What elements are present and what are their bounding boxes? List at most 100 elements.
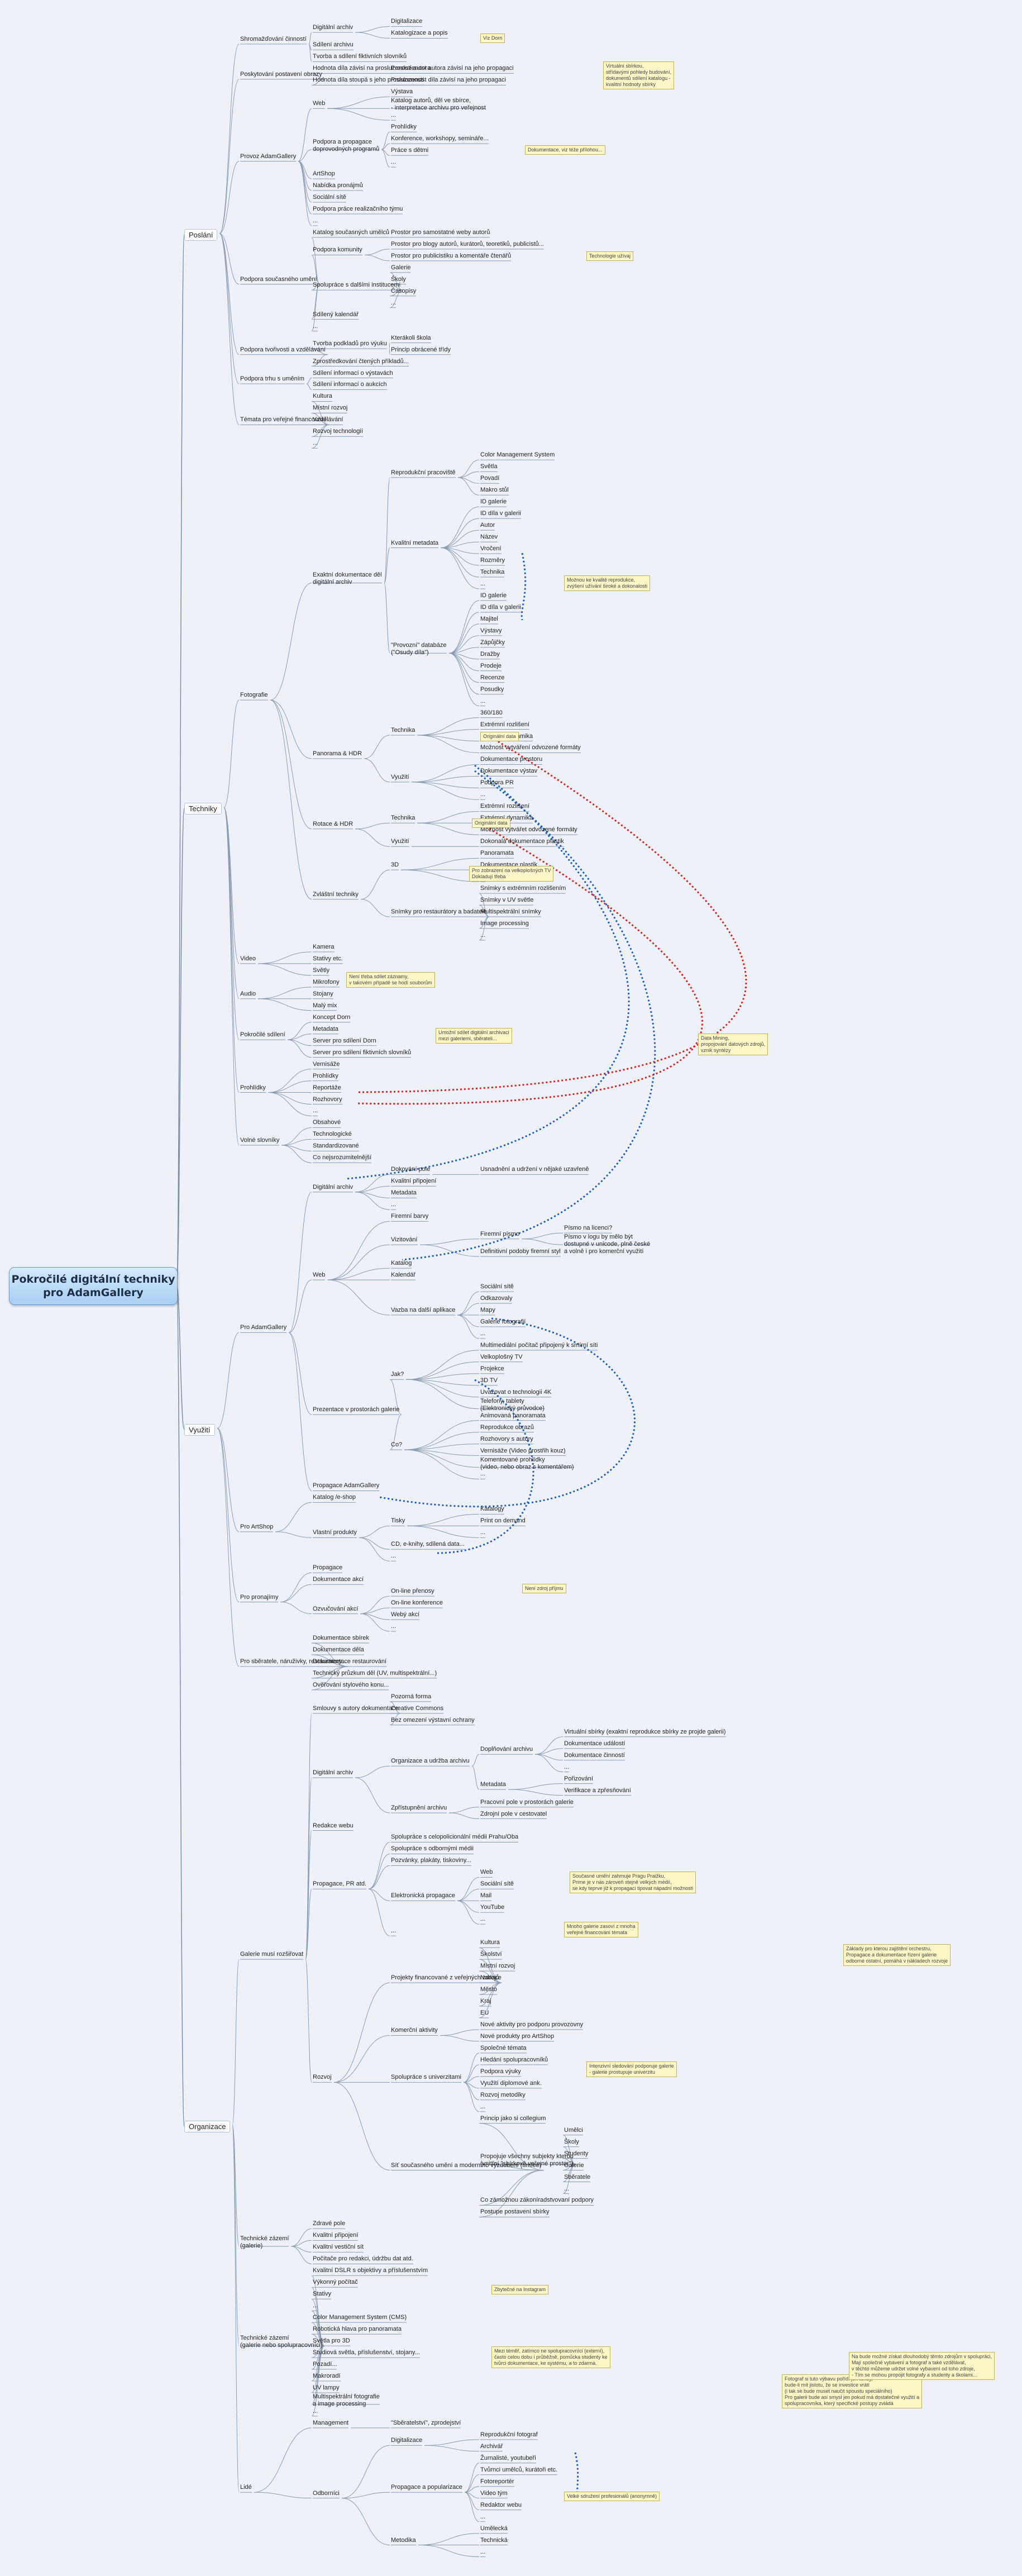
topic-node[interactable]: Prosluzenost díla závisí na jeho propaga… (391, 77, 507, 84)
topic-node[interactable]: Zvláštní techniky (313, 891, 359, 898)
topic-node[interactable]: Reportáže (313, 1084, 341, 1091)
topic-node[interactable]: Mikrofony (313, 978, 340, 985)
topic-node[interactable]: ... (480, 2513, 486, 2520)
topic-node[interactable]: Digitální archiv (313, 1183, 354, 1191)
topic-node[interactable]: Pro ArtShop (240, 1523, 274, 1530)
topic-node[interactable]: ... (480, 931, 486, 939)
topic-node[interactable]: Organizace a udržba archivu (391, 1758, 470, 1765)
topic-node[interactable]: Color Management System (480, 451, 555, 459)
topic-node[interactable]: YouTube (480, 1904, 505, 1911)
topic-node[interactable]: On-line přenosy (391, 1588, 434, 1595)
topic-node[interactable]: Stativy etc. (313, 955, 343, 962)
topic-node[interactable]: ... (391, 1201, 397, 1208)
topic-node[interactable]: Povadí (480, 475, 500, 482)
topic-node[interactable]: Projekty financované z veřejných zdrojů (391, 1974, 499, 1982)
topic-node[interactable]: Prohlídky (240, 1084, 266, 1091)
topic-node[interactable]: Časopisy (391, 287, 417, 294)
topic-node[interactable]: ... (480, 1330, 486, 1337)
topic-node[interactable]: Extrémní rozlišení (480, 803, 530, 810)
branch-topic[interactable]: Organizace (184, 2121, 231, 2133)
topic-node[interactable]: Galerie musí rozšiřovat (240, 1951, 304, 1958)
topic-node[interactable]: Komerční aktivity (391, 2027, 438, 2034)
topic-node[interactable]: Volné slovníky (240, 1136, 280, 1144)
topic-node[interactable]: Podpora trhu s uměním (240, 375, 304, 382)
topic-node[interactable]: Metadata (313, 1025, 338, 1032)
topic-node[interactable]: Exaktní dokumentace děl digitální archiv (313, 572, 382, 586)
topic-node[interactable]: Rozvoj technologií (313, 428, 363, 435)
topic-node[interactable]: Digitalizace (391, 2437, 423, 2444)
topic-node[interactable]: Jak? (391, 1371, 404, 1378)
topic-node[interactable]: ... (391, 159, 397, 166)
topic-node[interactable]: Místní rozvoj (313, 404, 348, 412)
topic-node[interactable]: Vzdělávání (313, 416, 343, 423)
topic-node[interactable]: ... (391, 1927, 397, 1935)
callout-note[interactable]: Současné umění zahrnuje Pragu Praižku, P… (570, 1872, 696, 1893)
topic-node[interactable]: Spolupráce s celopolicionální médii Prah… (391, 1834, 519, 1841)
topic-node[interactable]: Spolupráce s odbornými médii (391, 1845, 474, 1853)
topic-node[interactable]: Výkonný počítač (313, 2279, 358, 2286)
topic-node[interactable]: Pozadí... (313, 2361, 337, 2368)
topic-node[interactable]: Studenty (564, 2150, 589, 2157)
topic-node[interactable]: Reprodukční pracoviště (391, 469, 456, 476)
topic-node[interactable]: UV lampy (313, 2384, 340, 2391)
topic-node[interactable]: Propojuje všechny subjekty kterou (vnitř… (480, 2153, 574, 2168)
topic-node[interactable]: Rozvoj metodiky (480, 2091, 526, 2098)
topic-node[interactable]: Kvalitní DSLR s objektivy a příslušenstv… (313, 2267, 428, 2274)
topic-node[interactable]: Katalog autorů, děl ve sbírce, - interpr… (391, 97, 486, 112)
topic-node[interactable]: Místní rozvoj (480, 1963, 515, 1970)
topic-node[interactable]: Image processing (480, 920, 529, 927)
topic-node[interactable]: Vročení (480, 545, 502, 553)
topic-node[interactable]: Nadace (480, 1974, 502, 1982)
topic-node[interactable]: Lidé (240, 2484, 252, 2491)
topic-node[interactable]: Podpora komunity (313, 246, 362, 254)
callout-note[interactable]: Technologie užívaj (586, 251, 634, 261)
callout-note[interactable]: Pro zobrazení na velkoplošných TV Doklad… (469, 866, 554, 882)
topic-node[interactable]: Katalog /e-shop (313, 1494, 356, 1501)
topic-node[interactable]: Společné témata (480, 2044, 527, 2051)
topic-node[interactable]: Server pro sdílení fiktivních slovníků (313, 1049, 412, 1056)
topic-node[interactable]: Doplňování archivu (480, 1746, 533, 1753)
topic-node[interactable]: Malý mix (313, 1002, 337, 1009)
topic-node[interactable]: Zpřístupnění archivu (391, 1804, 447, 1812)
topic-node[interactable]: ... (480, 1916, 486, 1923)
topic-node[interactable]: ... (480, 1529, 486, 1536)
topic-node[interactable]: Technika (391, 815, 416, 822)
topic-node[interactable]: Digitalizace (391, 18, 423, 25)
topic-node[interactable]: Písmo na licenci? (564, 1225, 613, 1232)
callout-note[interactable]: Na bude možné získat dlouhodobý těmto zd… (849, 2352, 995, 2380)
topic-node[interactable]: Dokumentace výstav (480, 768, 538, 775)
topic-node[interactable]: Zápůjčky (480, 639, 505, 646)
topic-node[interactable]: Panoramata (480, 850, 514, 857)
topic-node[interactable]: Vazba na další aplikace (391, 1306, 456, 1313)
topic-node[interactable]: Sociální sítě (480, 1283, 514, 1290)
topic-node[interactable]: Pořizování (564, 1775, 593, 1782)
topic-node[interactable]: Prohlídky (313, 1072, 338, 1079)
topic-node[interactable]: Redakce webu (313, 1822, 354, 1829)
topic-node[interactable]: Video (240, 955, 256, 962)
topic-node[interactable]: Technika (391, 727, 416, 734)
branch-topic[interactable]: Techniky (184, 803, 222, 815)
topic-node[interactable]: Hodnota díla závisí na prosluzenosti aut… (313, 65, 431, 72)
topic-node[interactable]: Rozvoj (313, 2074, 332, 2081)
topic-node[interactable]: Světla (480, 463, 498, 470)
topic-node[interactable]: Spolupráce s univerzitami (391, 2074, 461, 2081)
topic-node[interactable]: Podpora výuky (480, 2068, 521, 2075)
callout-note[interactable]: Dokumentace, viz téže přílohou... (525, 145, 605, 155)
callout-note[interactable]: Základy pro kterou zajištění orchestru, … (843, 1944, 951, 1966)
topic-node[interactable]: Video tým (480, 2489, 508, 2497)
topic-node[interactable]: Propagace AdamGallery (313, 1482, 380, 1489)
topic-node[interactable]: Technické zázemí (galerie nebo spoluprac… (240, 2335, 323, 2349)
topic-node[interactable]: Dokonalá dokumentace plastik (480, 838, 564, 845)
topic-node[interactable]: Tisky (391, 1517, 405, 1525)
topic-node[interactable]: Multimediální počítač připojený k smírní… (480, 1341, 598, 1349)
topic-node[interactable]: Technická (480, 2536, 508, 2544)
topic-node[interactable]: ... (391, 299, 397, 306)
topic-node[interactable]: Využití (391, 838, 409, 845)
topic-node[interactable]: Technický průzkum děl (UV, multispektrál… (313, 1669, 437, 1677)
topic-node[interactable]: Školy (564, 2138, 579, 2145)
topic-node[interactable]: EU (480, 2010, 489, 2016)
topic-node[interactable]: Projekce (480, 1365, 504, 1372)
callout-note[interactable]: Viz Dorn (480, 34, 505, 43)
topic-node[interactable]: Světla pro 3D (313, 2337, 350, 2345)
topic-node[interactable]: Metadata (391, 1189, 417, 1197)
